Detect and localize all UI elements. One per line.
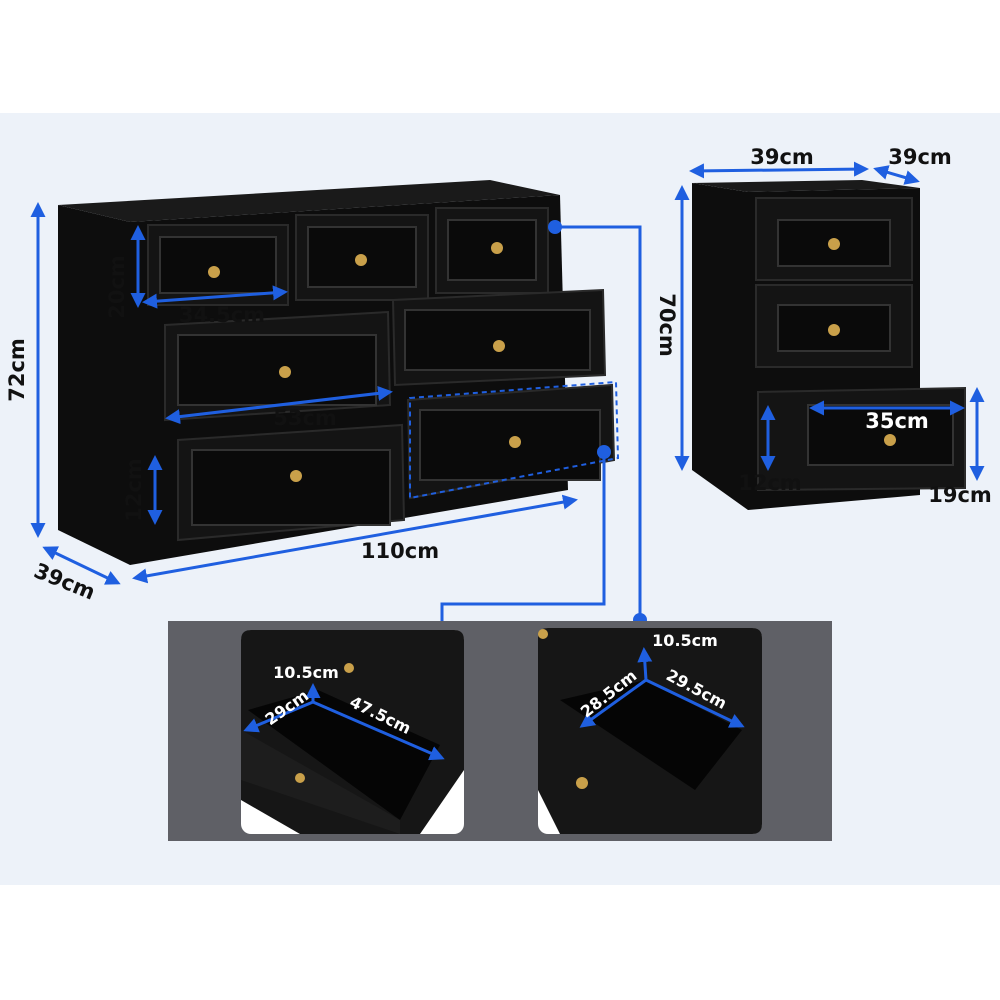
nightstand-drawer-height-label: 19cm: [928, 483, 992, 507]
nightstand-depth-label: 39cm: [888, 145, 952, 169]
small-detail-height-label: 10.5cm: [652, 631, 718, 650]
nightstand-width-label: 39cm: [750, 145, 814, 169]
dresser-width-label: 110cm: [361, 539, 439, 563]
small-drawer-width-label: 34.5cm: [179, 303, 265, 327]
nightstand-drawer-width-label: 35cm: [865, 409, 929, 433]
nightstand-height-label: 70cm: [655, 293, 679, 357]
large-drawer-height-label: 12cm: [122, 458, 146, 522]
dresser-height-label: 72cm: [5, 338, 29, 402]
large-detail-height-label: 10.5cm: [273, 663, 339, 682]
nightstand-illustration: [692, 180, 966, 510]
nightstand-drawer-inner-height-label: 12cm: [738, 471, 802, 495]
dresser-depth-label: 39cm: [31, 558, 99, 604]
large-drawer-detail: 10.5cm 29cm 47.5cm: [241, 630, 464, 834]
large-drawer-width-label: 53cm: [273, 406, 337, 430]
small-drawer-height-label: 20cm: [105, 255, 129, 319]
small-drawer-detail: 10.5cm 28.5cm 29.5cm: [538, 628, 762, 834]
